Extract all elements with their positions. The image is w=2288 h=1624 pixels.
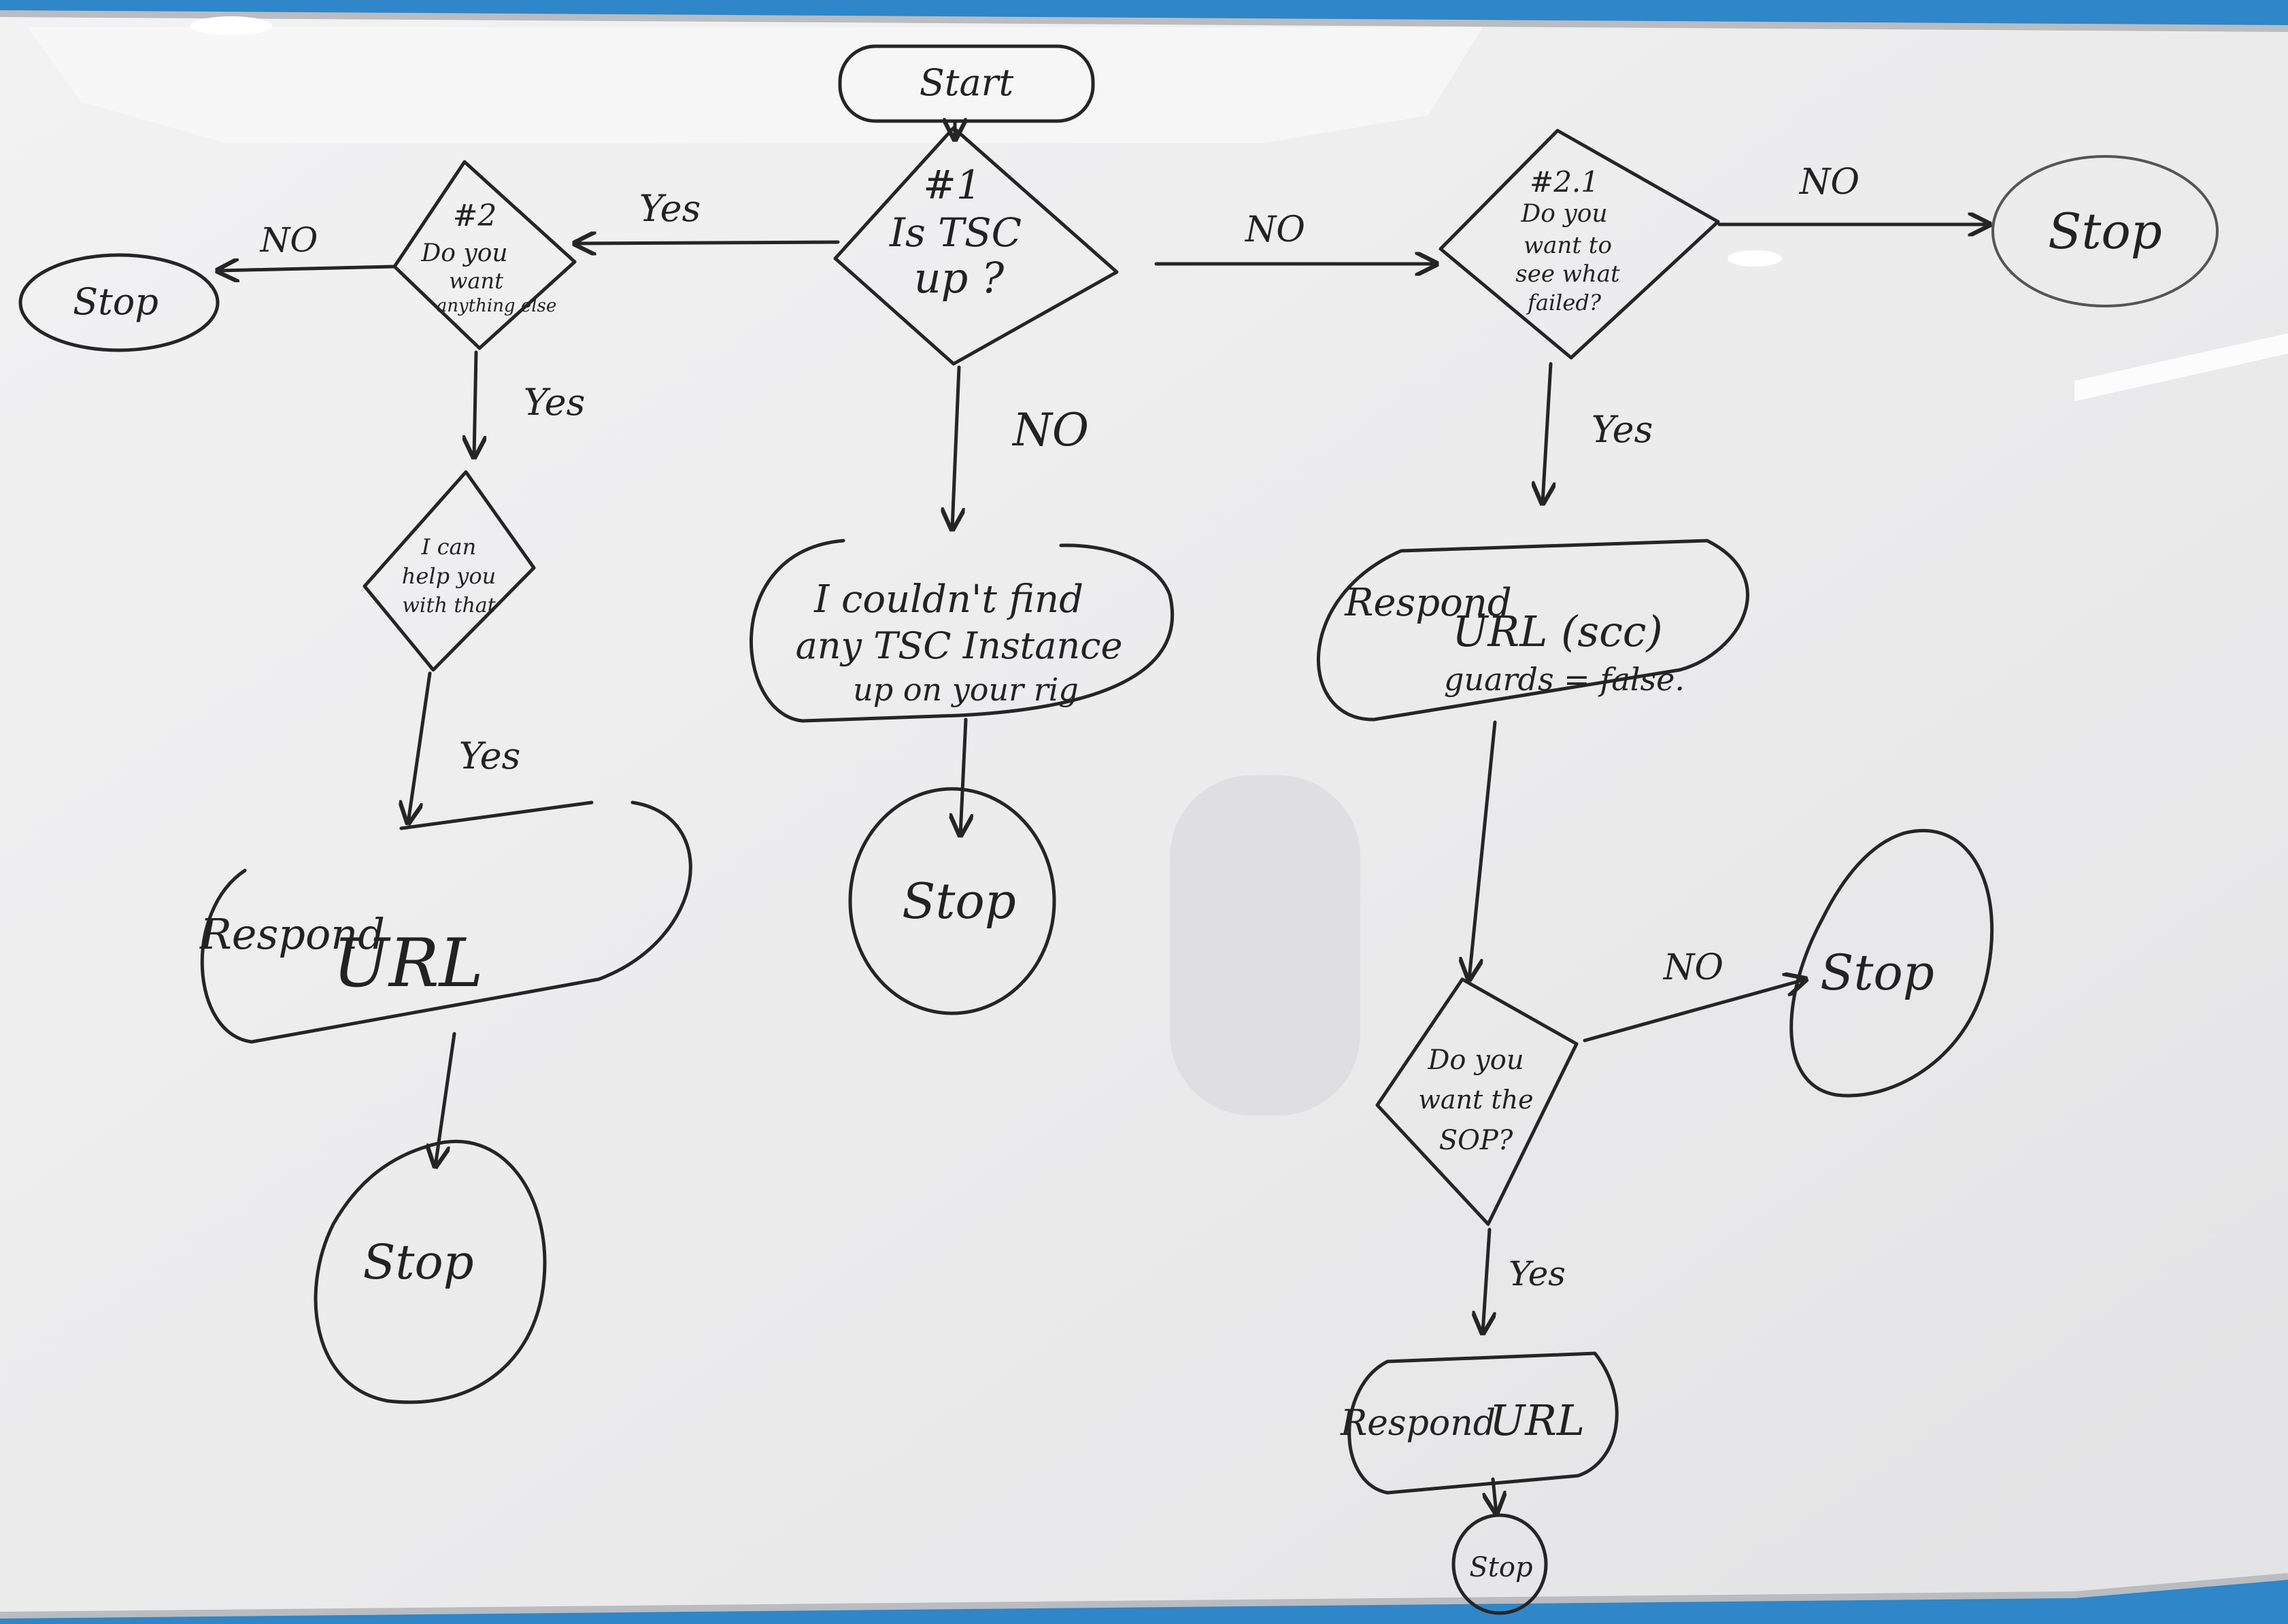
- edge-d1-down: [952, 365, 959, 529]
- terminal-line: URL (scc): [1452, 607, 1662, 656]
- board-edge-top: [0, 10, 2288, 32]
- decision-diamond: [392, 160, 577, 350]
- terminal-shape: [200, 800, 692, 1044]
- stop-top-right: Stop: [1991, 155, 2219, 307]
- edge-label-yes: Yes: [524, 381, 586, 424]
- edge-couldnt-find-to-stop: [960, 717, 966, 835]
- decision-line: #1: [923, 162, 981, 208]
- decision-line: anything else: [437, 296, 557, 316]
- decision-line: want: [449, 268, 503, 294]
- decision-want-sop: Do you want the SOP?: [1375, 977, 1579, 1226]
- stop-right-mid: Stop: [1789, 828, 1994, 1098]
- terminal-respond-url-bottom: Respond URL: [1340, 1351, 1619, 1495]
- stop-label: Stop: [1820, 944, 1934, 1001]
- edge-label-no: NO: [1244, 209, 1305, 250]
- stop-label: Stop: [2048, 203, 2162, 260]
- decision-want-anything-else: #2 Do you want anything else: [392, 160, 577, 350]
- terminal-shape: [750, 539, 1175, 723]
- decision-line: Is TSC: [889, 209, 1022, 256]
- board-surface: [0, 14, 2288, 1615]
- stop-center: Stop: [848, 787, 1056, 1015]
- decision-line: Do you: [1520, 200, 1607, 228]
- edge-label-yes: Yes: [639, 187, 701, 230]
- edge-label-yes: Yes: [1509, 1254, 1566, 1293]
- person-reflection: [1170, 775, 1360, 1115]
- stop-bottom: Stop: [1451, 1513, 1548, 1615]
- terminal-line: URL: [1490, 1395, 1585, 1445]
- decision-line: up ?: [914, 253, 1005, 303]
- terminal-line: Respond: [199, 909, 385, 959]
- stop-label: Stop: [363, 1234, 473, 1290]
- edge-respond-bottom-to-stop: [1493, 1477, 1496, 1513]
- decision-line: with that: [402, 594, 496, 618]
- decision-diamond: [1439, 129, 1720, 360]
- edge-d1-to-d2: [575, 242, 840, 243]
- decision-line: #2.1: [1530, 165, 1599, 199]
- edge-d2-down: [474, 350, 476, 457]
- edge-sop-down: [1483, 1228, 1490, 1333]
- edge-d21-down: [1543, 362, 1551, 503]
- terminal-line: Respond: [1340, 1403, 1496, 1444]
- terminal-line: any TSC Instance: [796, 624, 1123, 667]
- edge-respond-right-to-sop: [1469, 720, 1497, 979]
- decision-line: Do you: [1427, 1045, 1524, 1076]
- edge-label-no: NO: [1011, 404, 1089, 456]
- stop-shape: [314, 1140, 547, 1404]
- terminal-shape: [1317, 539, 1749, 722]
- decision-line: see what: [1515, 260, 1620, 288]
- stop-left: Stop: [18, 253, 220, 352]
- terminal-respond-url-right: Respond URL (scc) guards = false.: [1317, 539, 1749, 722]
- light-reflection: [190, 16, 272, 35]
- edge-label-yes: Yes: [459, 734, 521, 777]
- stop-shape: [1789, 828, 1994, 1098]
- edge-label-no: NO: [1798, 162, 1860, 203]
- terminal-shape: [1347, 1351, 1619, 1495]
- edge-sop-to-stop-right: [1583, 979, 1806, 1043]
- terminal-respond-url-left: Respond URL: [199, 800, 692, 1044]
- edge-respond-left-to-stop: [435, 1032, 456, 1166]
- decision-is-tsc-up: #1 Is TSC up ?: [833, 126, 1119, 366]
- terminal-line: I couldn't find: [813, 577, 1083, 622]
- start-label: Start: [920, 61, 1014, 104]
- edge-label-yes: Yes: [1592, 408, 1653, 451]
- terminal-line: Respond: [1344, 581, 1512, 625]
- stop-label: Stop: [1469, 1552, 1532, 1583]
- terminal-line: guards = false.: [1444, 661, 1685, 698]
- stop-label: Stop: [73, 280, 158, 323]
- stop-bottom-left: Stop: [314, 1140, 547, 1404]
- edge-d2-to-stop-left: [218, 267, 395, 271]
- terminal-line: up on your rig: [853, 671, 1079, 708]
- ceiling-reflection: [27, 27, 1483, 143]
- decision-help-with-that: I can help you with that: [363, 470, 536, 672]
- decision-line: Do you: [420, 239, 507, 267]
- edge-help-down: [408, 671, 432, 823]
- terminal-couldnt-find: I couldn't find any TSC Instance up on y…: [750, 539, 1175, 723]
- stop-label: Stop: [902, 873, 1016, 930]
- decision-line: #2: [453, 199, 497, 233]
- decision-diamond: [363, 470, 536, 672]
- decision-line: failed?: [1526, 290, 1602, 316]
- decision-see-what-failed: #2.1 Do you want to see what failed?: [1439, 129, 1720, 360]
- light-reflection: [2074, 333, 2288, 401]
- board-edge-bottom: [0, 1573, 2288, 1619]
- decision-line: SOP?: [1439, 1125, 1513, 1156]
- decision-line: want the: [1418, 1085, 1533, 1115]
- edge-label-no: NO: [260, 220, 318, 260]
- stop-shape: [18, 253, 220, 352]
- edge-label-no: NO: [1662, 947, 1723, 988]
- start-node: Start: [838, 44, 1095, 123]
- terminal-line: URL: [333, 925, 483, 1002]
- decision-diamond: [1375, 977, 1579, 1226]
- decision-line: help you: [402, 563, 496, 589]
- light-reflection: [1728, 250, 1782, 267]
- decision-line: want to: [1524, 232, 1612, 259]
- stop-shape: [848, 787, 1056, 1015]
- stop-shape: [1991, 155, 2219, 307]
- decision-line: I can: [421, 534, 476, 560]
- decision-diamond: [833, 126, 1119, 366]
